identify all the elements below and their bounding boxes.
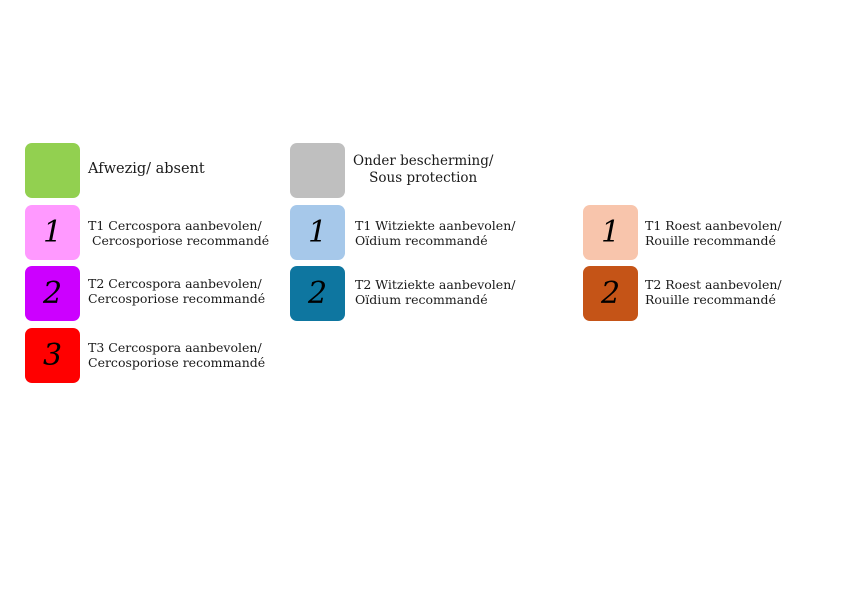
cercospora-t2-label: T2 Cercospora aanbevolen/ Cercosporiose … (88, 276, 266, 306)
cercospora-t1-swatch: 1 (25, 205, 80, 260)
witziekte-t2-number: 2 (307, 275, 328, 311)
roest-t2-label: T2 Roest aanbevolen/ Rouille recommandé (645, 277, 782, 307)
roest-t1-label: T1 Roest aanbevolen/ Rouille recommandé (645, 218, 782, 248)
witziekte-t1-number: 1 (307, 214, 328, 250)
cercospora-t2-number: 2 (42, 275, 63, 311)
cercospora-t1-label: T1 Cercospora aanbevolen/ Cercosporiose … (88, 218, 270, 248)
cercospora-t3-label: T3 Cercospora aanbevolen/ Cercosporiose … (88, 340, 266, 370)
witziekte-t1-label: T1 Witziekte aanbevolen/ Oïdium recomman… (355, 218, 516, 248)
cercospora-t3-number: 3 (42, 337, 63, 373)
roest-t2-swatch: 2 (583, 266, 638, 321)
cercospora-t3-swatch: 3 (25, 328, 80, 383)
absent-swatch (25, 143, 80, 198)
witziekte-t1-swatch: 1 (290, 205, 345, 260)
witziekte-t2-label: T2 Witziekte aanbevolen/ Oïdium recomman… (355, 277, 516, 307)
cercospora-t2-swatch: 2 (25, 266, 80, 321)
protection-swatch (290, 143, 345, 198)
cercospora-t1-number: 1 (42, 214, 63, 250)
roest-t1-number: 1 (600, 214, 621, 250)
roest-t1-swatch: 1 (583, 205, 638, 260)
protection-label: Onder bescherming/ Sous protection (353, 153, 494, 186)
roest-t2-number: 2 (600, 275, 621, 311)
witziekte-t2-swatch: 2 (290, 266, 345, 321)
absent-label: Afwezig/ absent (88, 161, 205, 177)
